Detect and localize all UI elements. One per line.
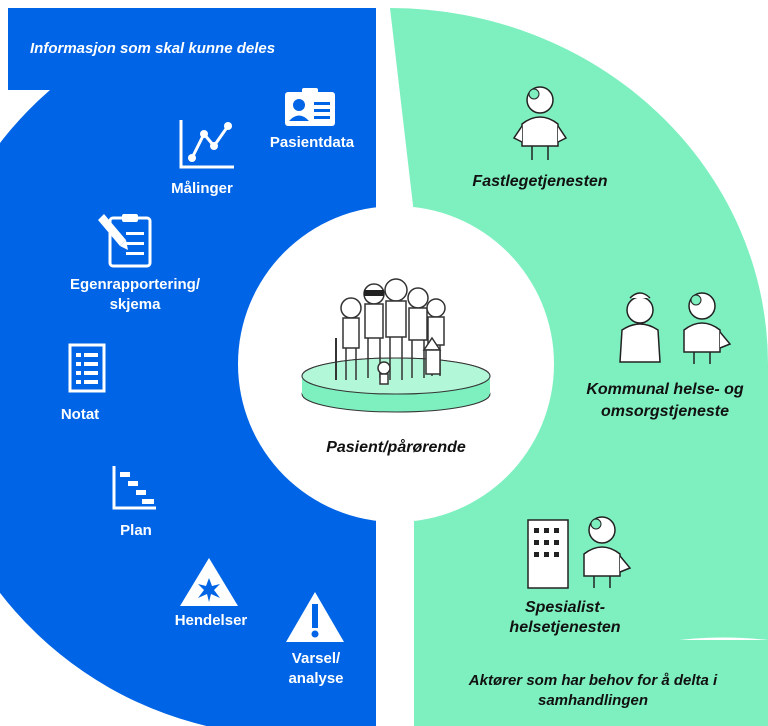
nurse-and-doctor-icon [619, 292, 732, 364]
line-chart-icon [179, 120, 234, 169]
center-label: Pasient/pårørende [326, 439, 466, 456]
right-panel-shape [390, 8, 768, 726]
gantt-plan-icon [112, 466, 156, 510]
doctor-icon [512, 86, 568, 160]
patient-group-icon [301, 278, 491, 413]
actor-kommunal-line2: omsorgstjeneste [600, 403, 730, 420]
item-malinger: Målinger [171, 180, 233, 197]
item-plan: Plan [120, 522, 152, 539]
exclamation-triangle-icon [286, 592, 344, 642]
clipboard-pen-icon [98, 214, 152, 268]
left-panel-title: Informasjon som skal kunne deles [30, 40, 276, 57]
item-hendelser: Hendelser [174, 612, 248, 629]
item-pasientdata: Pasientdata [269, 134, 355, 151]
item-varsel-line1: Varsel/ [291, 650, 341, 667]
actor-spesialist-line2: helsetjenesten [509, 619, 621, 636]
hospital-and-doctor-icon [527, 516, 632, 589]
right-panel-footer-line2: samhandlingen [537, 692, 649, 709]
list-document-icon [68, 343, 106, 393]
item-egenrapportering-line1: Egenrapportering/ [69, 276, 200, 293]
item-varsel-line2: analyse [288, 670, 344, 687]
item-notat: Notat [60, 406, 100, 423]
actor-kommunal-line1: Kommunal helse- og [586, 381, 744, 398]
id-card-icon [285, 88, 335, 126]
left-panel-shape [0, 8, 376, 726]
item-egenrapportering-line2: skjema [109, 296, 161, 313]
right-panel-footer-line1: Aktører som har behov for å delta i [468, 672, 718, 689]
actor-spesialist-line1: Spesialist- [524, 599, 606, 616]
warning-burst-icon [180, 558, 238, 606]
actor-fastlege: Fastlegetjenesten [472, 173, 608, 190]
